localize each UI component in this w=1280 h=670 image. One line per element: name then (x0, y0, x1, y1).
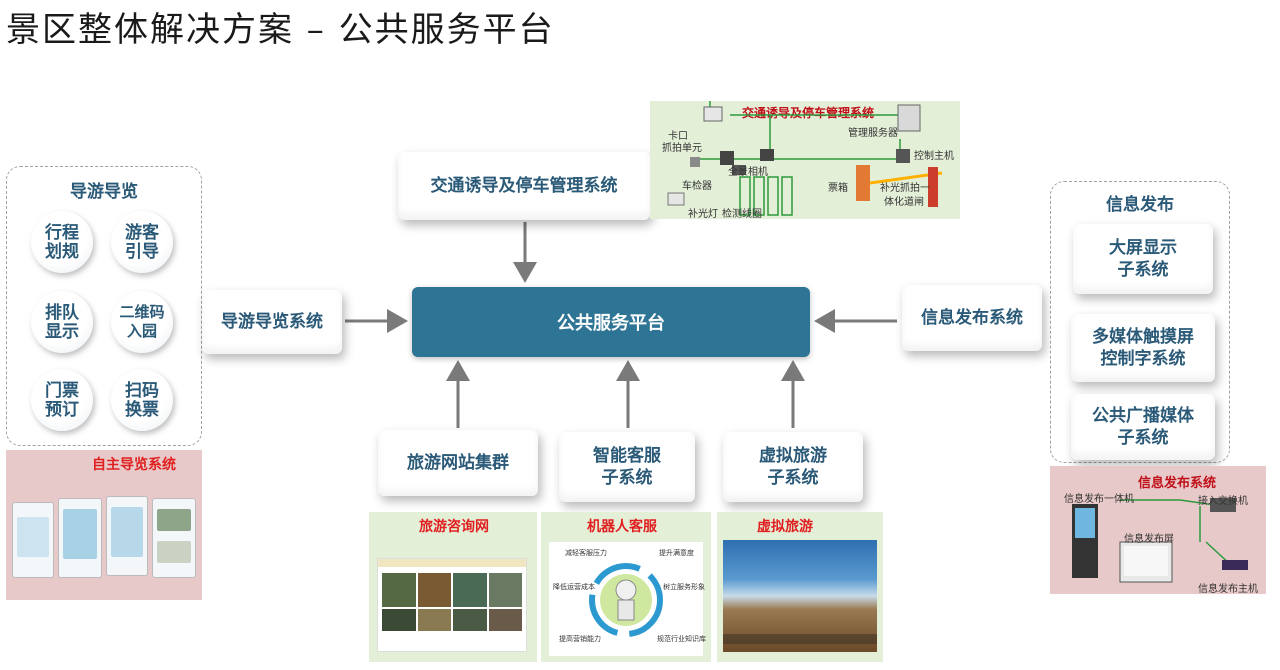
info-release-image: 信息发布系统 信息发布一体机 接入交换机 信息发布屏 信息发布主机 (1050, 466, 1266, 595)
right-panel-title: 信息发布 (1106, 195, 1174, 214)
traffic-label-piaoxiang: 票箱 (828, 183, 848, 194)
traffic-system-image: 交通诱导及停车管理系统 卡口 抓拍单元 全景相机 车检器 补光灯 检测线圈 管理… (650, 101, 960, 220)
feature-circle-scan: 扫码换票 (111, 369, 173, 431)
robot-diagram: 减轻客服压力 提升满意度 降低运营成本 树立服务形象 提高营销能力 规范行业知识… (549, 542, 706, 656)
robot-label-d: 树立服务形象 (663, 583, 705, 591)
info-label-jieru: 接入交换机 (1198, 496, 1248, 507)
traffic-label-tihua: 体化道闸 (884, 197, 924, 208)
phone-screen-2 (58, 498, 102, 578)
traffic-network-lines (667, 101, 943, 216)
traffic-label-quanjing: 全景相机 (728, 167, 768, 178)
virtual-tour-box: 虚拟旅游子系统 (723, 432, 863, 502)
info-release-system-box: 信息发布系统 (902, 285, 1042, 351)
traffic-image-title: 交通诱导及停车管理系统 (742, 106, 875, 120)
traffic-label-guanli: 管理服务器 (848, 128, 898, 139)
left-feature-panel: 导游导览 行程划规 游客引导 排队显示 二维码入园 门票预订 扫码换票 (6, 166, 202, 446)
guide-system-box: 导游导览系统 (202, 290, 342, 354)
robot-service-image: 机器人客服 减轻客服压力 提升满意度 降低运营成本 树立服务形象 提高营销能力 … (541, 512, 711, 662)
info-label-zhuji: 信息发布主机 (1198, 584, 1258, 595)
left-panel-title: 导游导览 (70, 182, 138, 201)
robot-image-title: 机器人客服 (587, 518, 657, 534)
phone-screen-4 (152, 498, 196, 578)
right-feature-panel: 信息发布 大屏显示子系统 多媒体触摸屏控制字系统 公共广播媒体子系统 (1050, 181, 1230, 463)
robot-label-b: 提升满意度 (659, 549, 694, 557)
robot-label-e: 提高营销能力 (559, 635, 601, 643)
feature-circle-queue: 排队显示 (31, 291, 93, 353)
broadcast-subsystem-box: 公共广播媒体子系统 (1071, 394, 1215, 460)
tourism-website-box: 旅游网站集群 (378, 430, 538, 496)
traffic-label-jiance: 检测线圈 (722, 209, 762, 220)
feature-circle-ticket: 门票预订 (31, 369, 93, 431)
phone-screen-3 (106, 496, 148, 576)
feature-circle-itinerary: 行程划规 (31, 211, 93, 273)
robot-label-c: 降低运营成本 (553, 583, 595, 591)
website-image-title: 旅游咨询网 (419, 518, 489, 534)
robot-label-f: 规范行业知识库 (657, 635, 706, 643)
traffic-label-kakou: 卡口 (668, 131, 688, 142)
feature-circle-guide: 游客引导 (111, 211, 173, 273)
info-label-yiti: 信息发布一体机 (1064, 494, 1134, 505)
traffic-label-cheqjianqi: 车检器 (682, 181, 712, 192)
self-guide-image-title: 自主导览系统 (92, 456, 176, 472)
info-image-title: 信息发布系统 (1138, 475, 1217, 490)
info-network-lines (1072, 498, 1248, 583)
virtual-image-title: 虚拟旅游 (757, 518, 813, 534)
website-screenshot (377, 558, 527, 652)
info-label-ping: 信息发布屏 (1124, 534, 1174, 545)
phone-screen-1 (12, 502, 54, 578)
traffic-label-kongzhi: 控制主机 (914, 151, 954, 162)
traffic-label-zhuapai: 抓拍单元 (662, 143, 702, 154)
page-title: 景区整体解决方案 – 公共服务平台 (6, 10, 555, 50)
traffic-label-buguangdeng: 补光灯 (688, 209, 718, 220)
tourism-website-image: 旅游咨询网 (369, 512, 537, 662)
traffic-label-buguang2: 补光抓拍一 (880, 183, 930, 194)
robot-label-a: 减轻客服压力 (565, 549, 607, 557)
robot-graphic (589, 563, 663, 637)
large-screen-subsystem-box: 大屏显示子系统 (1073, 224, 1213, 294)
touchscreen-subsystem-box: 多媒体触摸屏控制字系统 (1071, 314, 1215, 382)
self-guide-image: 自主导览系统 (6, 450, 202, 600)
central-platform-box: 公共服务平台 (412, 287, 810, 357)
feature-circle-qrcode: 二维码入园 (111, 291, 173, 353)
virtual-tour-image: 虚拟旅游 (717, 512, 883, 662)
panorama-view (723, 540, 877, 652)
smart-service-box: 智能客服子系统 (559, 432, 695, 502)
traffic-parking-system-box: 交通诱导及停车管理系统 (398, 152, 650, 220)
